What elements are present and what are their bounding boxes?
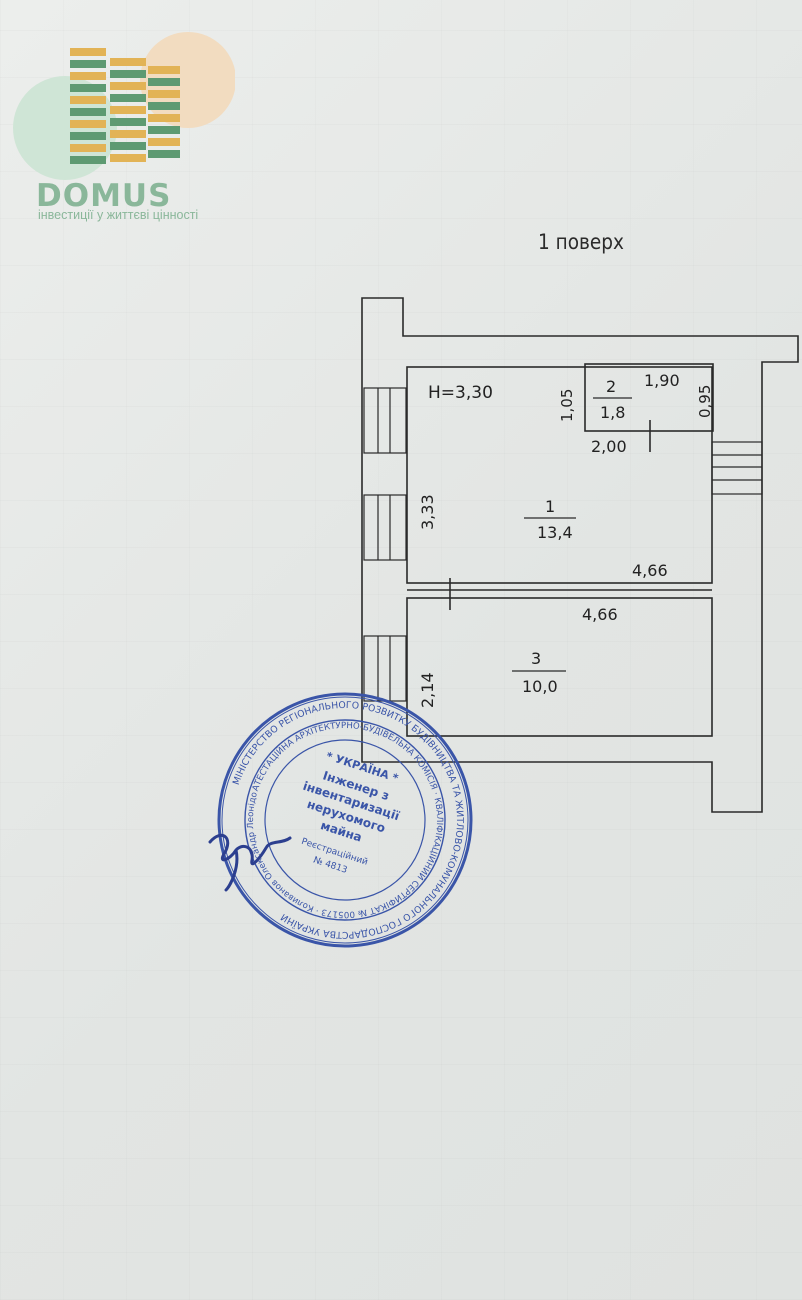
domus-logo-icon (13, 32, 235, 180)
room-1-number: 1 (545, 497, 555, 516)
room-2-outline (584, 363, 714, 432)
room-2-area: 1,8 (600, 403, 625, 422)
dimension-room1-height: 3,33 (418, 494, 437, 530)
dimension-room2-bottom: 2,00 (591, 437, 627, 456)
dimension-room3-width: 4,66 (582, 605, 618, 624)
room-1-area: 13,4 (537, 523, 573, 542)
window (363, 387, 407, 454)
room-3-outline (406, 597, 713, 737)
floor-title: 1 поверх (538, 230, 624, 254)
ceiling-height-label: Н=3,30 (428, 383, 493, 403)
dimension-room3-height: 2,14 (418, 672, 437, 708)
room-2-number: 2 (606, 377, 616, 396)
room-3-area: 10,0 (522, 677, 558, 696)
room-3-number: 3 (531, 649, 541, 668)
dimension-room2-width: 1,90 (644, 371, 680, 390)
brand-name: DOMUS (36, 178, 172, 214)
official-stamp: МІНІСТЕРСТВО РЕГІОНАЛЬНОГО РОЗВИТКУ БУДІ… (215, 690, 475, 950)
dimension-room2-left: 1,05 (558, 389, 576, 422)
dimension-room1-width: 4,66 (632, 561, 668, 580)
dimension-room2-depth: 0,95 (696, 385, 714, 418)
window (711, 441, 763, 495)
window (363, 494, 407, 561)
brand-tagline: інвестиції у життєві цінності (38, 208, 199, 222)
handwritten-signature (208, 833, 292, 892)
